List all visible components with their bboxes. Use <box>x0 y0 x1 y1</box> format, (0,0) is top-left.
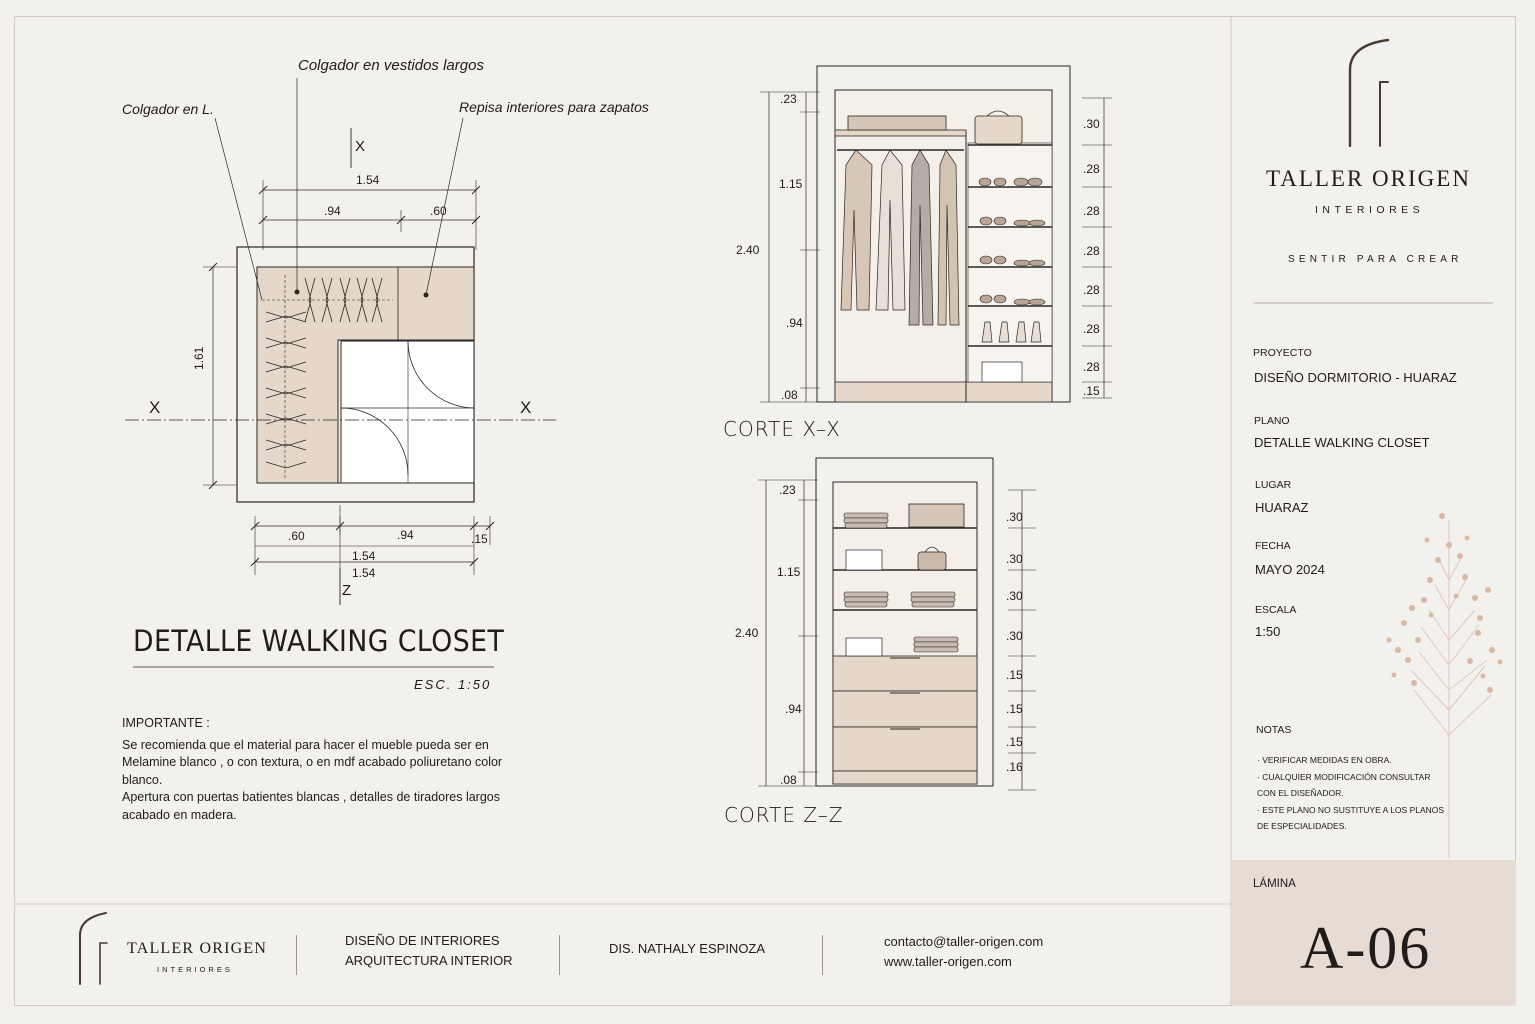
important-line: blanco. <box>122 772 163 787</box>
zz-dim-right-6: .15 <box>1006 702 1023 716</box>
escala-value: 1:50 <box>1255 624 1281 639</box>
dim-bottom-small: .15 <box>471 532 488 546</box>
decorative-tree <box>1386 513 1503 858</box>
footer-logo-mark <box>79 912 108 985</box>
zz-dim-right-2: .30 <box>1006 552 1023 566</box>
brand-sub: INTERIORES <box>1315 204 1425 216</box>
footer-service-2: ARQUITECTURA INTERIOR <box>345 953 513 968</box>
zz-dim-right-8: .16 <box>1006 760 1023 774</box>
zz-dim-total: 2.40 <box>735 626 759 640</box>
footer-separator <box>559 935 560 975</box>
fecha-label: FECHA <box>1255 540 1291 552</box>
fecha-value: MAYO 2024 <box>1255 562 1325 577</box>
footer-contact: contacto@taller-origen.com www.taller-or… <box>884 932 1043 972</box>
note-line: CON EL DISEÑADOR. <box>1257 788 1344 798</box>
annotation-shoe-shelf: Repisa interiores para zapatos <box>459 99 649 115</box>
important-line: acabado en madera. <box>122 807 237 822</box>
note-line: · CUALQUIER MODIFICACIÓN CONSULTAR <box>1257 771 1431 782</box>
zz-dim-upper: 1.15 <box>777 565 801 579</box>
section-mark-x-top: X <box>355 138 366 155</box>
xx-dim-right-6: .28 <box>1083 322 1100 336</box>
note-line: · ESTE PLANO NO SUSTITUYE A LOS PLANOS <box>1257 804 1445 815</box>
lamina-box: LÁMINA A-06 <box>1232 860 1516 1006</box>
floor-plan <box>125 78 556 668</box>
section-xx-drawing <box>760 65 1112 403</box>
annotation-hanger-long: Colgador en vestidos largos <box>298 57 484 74</box>
important-heading: IMPORTANTE : <box>122 716 210 730</box>
section-zz-drawing <box>758 457 1036 791</box>
dim-top-left: .94 <box>324 204 341 218</box>
xx-dim-upper: 1.15 <box>779 177 803 191</box>
xx-dim-lower: .94 <box>786 316 803 330</box>
zz-dim-top: .23 <box>779 483 796 497</box>
zz-dim-right-4: .30 <box>1006 629 1023 643</box>
important-line: Apertura con puertas batientes blancas ,… <box>122 790 501 804</box>
notes-list: · VERIFICAR MEDIDAS EN OBRA. · CUALQUIER… <box>1257 752 1444 835</box>
proyecto-value: DISEÑO DORMITORIO - HUARAZ <box>1254 370 1457 385</box>
xx-dim-right-4: .28 <box>1083 244 1100 258</box>
important-line: Se recomienda que el material para hacer… <box>122 737 489 752</box>
xx-dim-right-5: .28 <box>1083 283 1100 297</box>
dim-left-height: 1.61 <box>192 346 206 370</box>
xx-dim-right-7: .28 <box>1083 360 1100 374</box>
drawing-title: DETALLE WALKING CLOSET <box>133 624 505 658</box>
escala-label: ESCALA <box>1255 604 1297 616</box>
dim-bottom-total-1: 1.54 <box>352 549 376 563</box>
zz-dim-base: .08 <box>780 773 797 787</box>
footer-brand-sub: INTERIORES <box>157 965 233 974</box>
footer-service-1: DISEÑO DE INTERIORES <box>345 933 500 948</box>
zz-dim-right-5: .15 <box>1006 668 1023 682</box>
lugar-label: LUGAR <box>1255 479 1292 491</box>
zz-dim-lower: .94 <box>785 702 802 716</box>
plano-label: PLANO <box>1254 415 1290 427</box>
drawing-scale: ESC. 1:50 <box>414 677 492 692</box>
brand-logo-mark <box>1348 38 1390 148</box>
section-mark-z: Z <box>342 582 352 599</box>
zz-dim-right-7: .15 <box>1006 735 1023 749</box>
important-notes: IMPORTANTE : Se recomienda que el materi… <box>122 715 542 824</box>
xx-dim-top: .23 <box>780 92 797 106</box>
annotation-hanger-l: Colgador en L. <box>122 101 214 117</box>
footer-separator <box>822 935 823 975</box>
dim-bottom-mid: .94 <box>397 528 414 542</box>
footer-web-link[interactable]: www.taller-origen.com <box>884 954 1012 969</box>
lugar-value: HUARAZ <box>1255 500 1309 515</box>
xx-dim-right-8: .15 <box>1083 384 1100 398</box>
section-mark-x-left: X <box>149 398 161 417</box>
xx-dim-base: .08 <box>781 388 798 402</box>
footer-separator <box>296 935 297 975</box>
dim-bottom-total-2: 1.54 <box>352 566 376 580</box>
dim-bottom-left: .60 <box>288 529 305 543</box>
section-zz-title: CORTE Z–Z <box>724 803 844 827</box>
sheet-frame <box>14 16 1516 1006</box>
note-line: DE ESPECIALIDADES. <box>1257 821 1347 831</box>
section-mark-x-right: X <box>520 398 532 417</box>
lamina-value: A-06 <box>1300 915 1432 981</box>
zz-dim-right-3: .30 <box>1006 589 1023 603</box>
plano-value: DETALLE WALKING CLOSET <box>1254 435 1430 450</box>
section-xx-title: CORTE X–X <box>723 417 841 441</box>
notas-label: NOTAS <box>1256 724 1292 736</box>
brand-tagline: SENTIR PARA CREAR <box>1288 254 1463 265</box>
dim-top-right: .60 <box>430 204 447 218</box>
xx-dim-right-1: .30 <box>1083 117 1100 131</box>
footer-services: DISEÑO DE INTERIORES ARQUITECTURA INTERI… <box>345 931 513 971</box>
dim-top-total: 1.54 <box>356 173 380 187</box>
proyecto-label: PROYECTO <box>1253 347 1312 359</box>
xx-dim-total: 2.40 <box>736 243 760 257</box>
important-line: Melamine blanco , o con textura, o en md… <box>122 755 503 769</box>
footer-brand-name: TALLER ORIGEN <box>127 940 268 957</box>
xx-dim-right-3: .28 <box>1083 204 1100 218</box>
footer-designer: DIS. NATHALY ESPINOZA <box>609 941 766 956</box>
lamina-label: LÁMINA <box>1253 878 1296 890</box>
brand-name: TALLER ORIGEN <box>1266 166 1471 191</box>
zz-dim-right-1: .30 <box>1006 510 1023 524</box>
footer-email-link[interactable]: contacto@taller-origen.com <box>884 934 1044 949</box>
note-line: · VERIFICAR MEDIDAS EN OBRA. <box>1257 755 1392 765</box>
xx-dim-right-2: .28 <box>1083 162 1100 176</box>
